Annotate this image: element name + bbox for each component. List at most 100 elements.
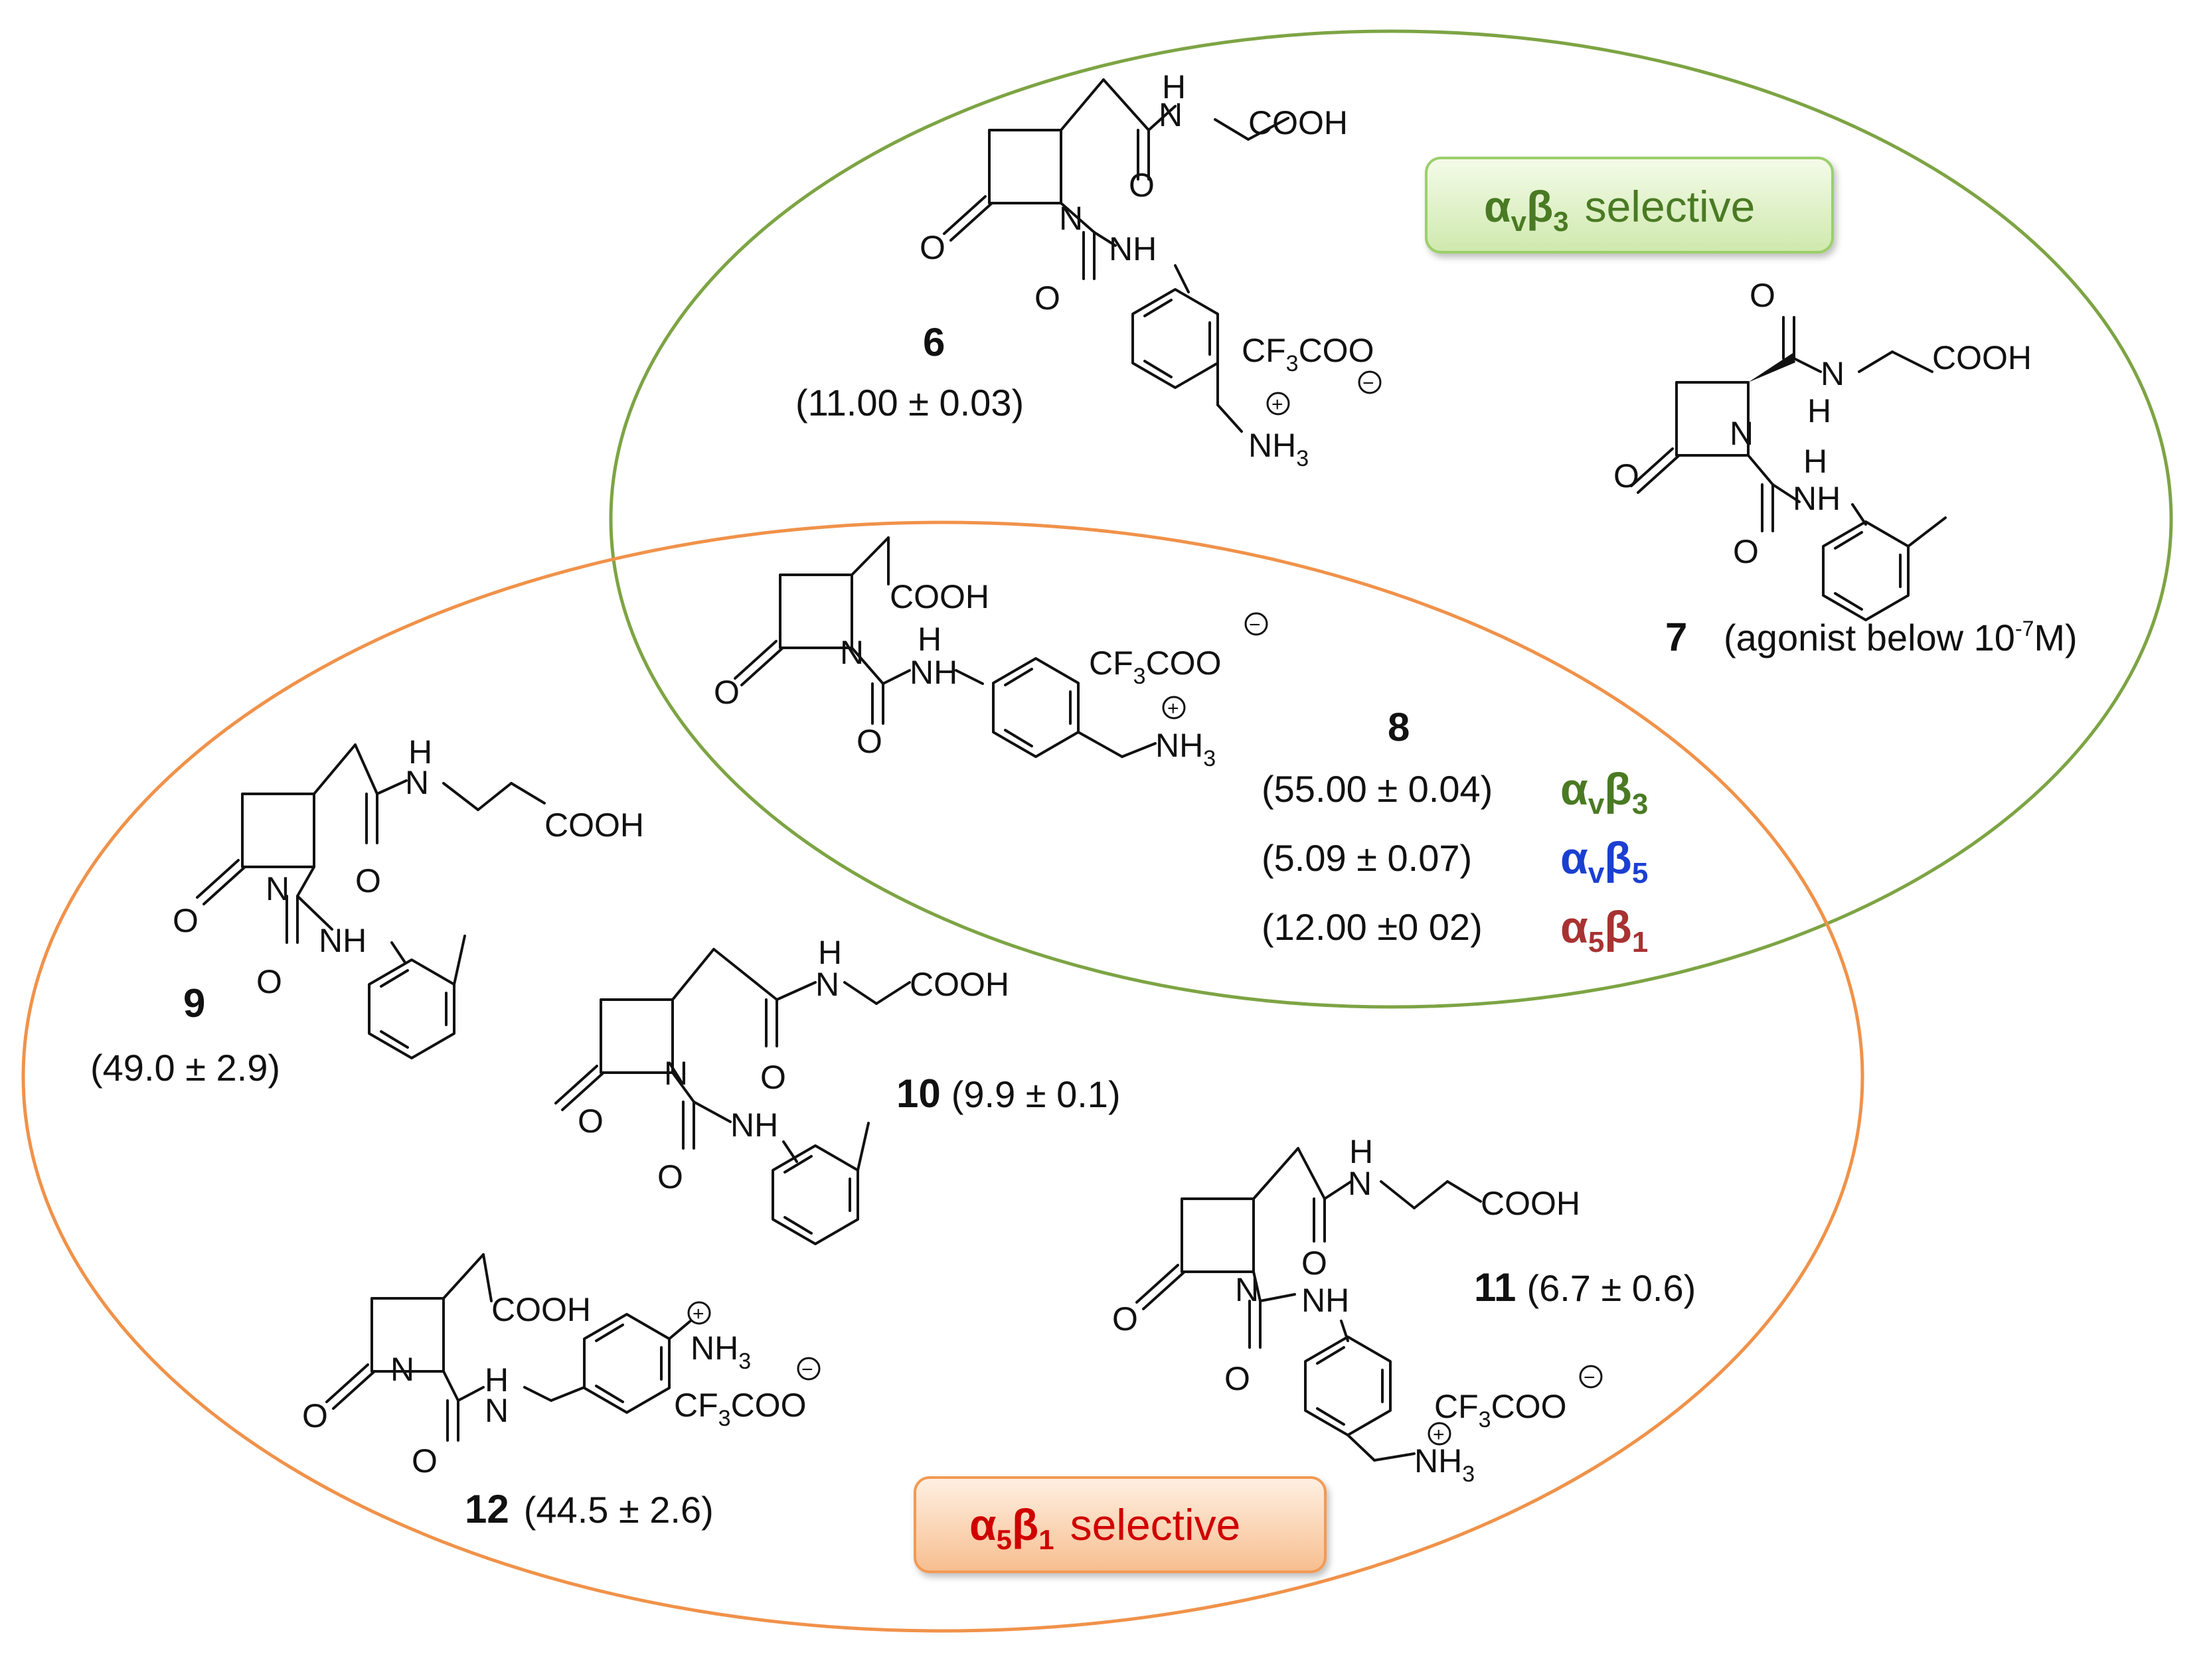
svg-text:O: O xyxy=(920,229,945,266)
a5b1-ellipse xyxy=(21,520,1864,1633)
svg-text:NH: NH xyxy=(730,1107,778,1144)
svg-text:αvβ5: αvβ5 xyxy=(1560,833,1648,889)
svg-text:(55.00 ± 0.04): (55.00 ± 0.04) xyxy=(1262,768,1493,810)
svg-text:NH: NH xyxy=(1109,230,1157,267)
svg-text:N: N xyxy=(1059,200,1083,237)
svg-text:αvβ3: αvβ3 xyxy=(1560,764,1648,820)
svg-text:N: N xyxy=(1821,355,1844,392)
svg-text:COOH: COOH xyxy=(1248,104,1348,141)
svg-text:H: H xyxy=(1803,443,1827,480)
compound-11-label: 11(6.7 ± 0.6) xyxy=(1474,1265,1696,1310)
svg-text:O: O xyxy=(1224,1360,1250,1397)
svg-text:N: N xyxy=(1730,415,1754,452)
svg-text:(12.00 ±0 02): (12.00 ±0 02) xyxy=(1262,906,1483,948)
svg-text:N: N xyxy=(266,870,289,907)
svg-text:O: O xyxy=(412,1442,438,1480)
svg-text:COOH: COOH xyxy=(890,578,989,615)
compound-12-structure: COOH O N O H N + NH3 CF3COO − xyxy=(302,1253,821,1480)
compound-9-structure: N H O COOH O N O NH xyxy=(173,733,644,1059)
compound-8-id: 8 xyxy=(1388,705,1410,749)
svg-text:N: N xyxy=(1348,1165,1372,1202)
compound-6-id: 6 xyxy=(923,320,945,364)
svg-text:−: − xyxy=(1584,1367,1596,1389)
svg-text:N: N xyxy=(1235,1271,1259,1308)
svg-text:O: O xyxy=(1034,279,1060,317)
svg-text:CF3COO: CF3COO xyxy=(1434,1388,1566,1432)
compound-6-structure: N O N H COOH O O NH CF3COO − + NH3 xyxy=(920,68,1382,471)
svg-text:(5.09 ± 0.07): (5.09 ± 0.07) xyxy=(1262,837,1472,879)
svg-text:N: N xyxy=(664,1055,688,1092)
compound-9-value: (49.0 ± 2.9) xyxy=(90,1047,280,1089)
svg-text:O: O xyxy=(1750,277,1775,314)
compound-9-id: 9 xyxy=(183,981,205,1026)
svg-text:O: O xyxy=(256,963,282,1000)
svg-text:O: O xyxy=(173,902,199,939)
compound-7-value: (agonist below 10-7M) xyxy=(1724,617,2078,658)
svg-text:N: N xyxy=(405,764,429,801)
svg-text:O: O xyxy=(355,862,381,899)
compound-6-value: (11.00 ± 0.03) xyxy=(795,382,1024,423)
svg-text:H: H xyxy=(1349,1133,1373,1170)
svg-text:CF3COO: CF3COO xyxy=(1089,645,1221,689)
svg-text:O: O xyxy=(657,1158,683,1195)
svg-text:COOH: COOH xyxy=(1932,339,2032,376)
svg-text:N: N xyxy=(1159,96,1183,133)
compound-12-label: 12(44.5 ± 2.6) xyxy=(465,1487,714,1531)
compound-7-structure: O N H COOH O N O NH H xyxy=(1613,277,2032,621)
svg-text:CF3COO: CF3COO xyxy=(674,1387,806,1431)
svg-text:H: H xyxy=(408,733,432,771)
svg-text:COOH: COOH xyxy=(544,806,644,844)
compound-8-values: (55.00 ± 0.04) αvβ3 (5.09 ± 0.07) αvβ5 (… xyxy=(1262,764,1648,958)
svg-text:+: + xyxy=(693,1303,704,1325)
svg-text:COOH: COOH xyxy=(491,1291,591,1328)
svg-text:−: − xyxy=(801,1359,813,1381)
svg-text:N: N xyxy=(390,1351,414,1388)
svg-text:COOH: COOH xyxy=(910,966,1009,1003)
svg-text:+: + xyxy=(1271,394,1283,416)
svg-text:NH3: NH3 xyxy=(1248,427,1309,471)
svg-text:O: O xyxy=(760,1059,786,1096)
svg-text:O: O xyxy=(1733,533,1759,570)
avb3-ellipse xyxy=(609,29,2173,1009)
svg-text:NH: NH xyxy=(1301,1282,1349,1319)
svg-text:O: O xyxy=(302,1397,328,1434)
svg-text:α5β1: α5β1 xyxy=(1560,902,1648,958)
svg-text:NH3: NH3 xyxy=(1414,1442,1475,1487)
svg-text:NH3: NH3 xyxy=(1155,727,1216,771)
svg-text:H: H xyxy=(918,621,942,658)
compound-11-structure: N H O COOH O N O NH CF3COO − + NH3 xyxy=(1112,1133,1603,1487)
svg-text:NH: NH xyxy=(1793,480,1841,517)
svg-text:CF3COO: CF3COO xyxy=(1242,332,1374,376)
svg-text:COOH: COOH xyxy=(1481,1185,1580,1222)
svg-text:−: − xyxy=(1249,614,1261,636)
svg-text:O: O xyxy=(857,723,882,760)
svg-text:N: N xyxy=(485,1392,509,1429)
svg-text:O: O xyxy=(1129,167,1155,204)
svg-text:+: + xyxy=(1167,698,1179,720)
svg-text:H: H xyxy=(818,934,842,971)
svg-text:H: H xyxy=(1807,392,1831,429)
compound-7-id: 7 xyxy=(1665,615,1687,659)
svg-text:O: O xyxy=(1613,457,1639,495)
svg-text:O: O xyxy=(1112,1300,1138,1337)
svg-text:O: O xyxy=(578,1103,604,1140)
svg-text:NH: NH xyxy=(910,654,957,691)
svg-text:+: + xyxy=(1433,1424,1445,1446)
svg-text:H: H xyxy=(485,1361,509,1399)
compound-10-structure: N H COOH O O N O NH xyxy=(554,934,1009,1245)
svg-text:H: H xyxy=(1162,68,1186,106)
svg-text:N: N xyxy=(815,966,839,1003)
svg-text:N: N xyxy=(840,634,864,671)
svg-text:NH: NH xyxy=(319,922,367,959)
svg-text:NH3: NH3 xyxy=(691,1330,751,1374)
compound-10-label: 10(9.9 ± 0.1) xyxy=(896,1071,1121,1116)
svg-text:O: O xyxy=(714,674,740,711)
svg-text:−: − xyxy=(1362,372,1374,394)
svg-text:O: O xyxy=(1301,1245,1327,1282)
compound-8-structure: COOH O N O NH H CF3COO − + NH3 xyxy=(714,536,1268,771)
